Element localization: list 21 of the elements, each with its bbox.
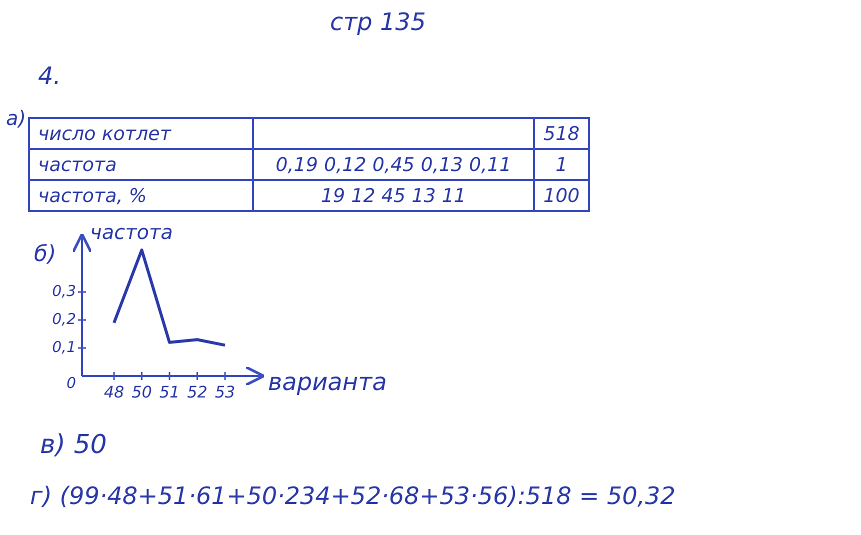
- axis-title: частота: [90, 220, 173, 244]
- tick-label: 48: [104, 382, 124, 402]
- tick-label: 53: [214, 382, 236, 402]
- part-label: а): [6, 106, 26, 130]
- part-label: б): [34, 242, 56, 267]
- exercise-number: 4.: [38, 62, 61, 90]
- table-cell: частота, %: [28, 179, 254, 212]
- table-cell: число котлет: [28, 117, 254, 150]
- tick-label: 0,2: [52, 310, 76, 328]
- formula-text: г) (99·48+51·61+50·234+52·68+53·56):518 = 50,32: [30, 482, 676, 510]
- tick-label: 52: [187, 382, 208, 402]
- page-number: стр 135: [330, 8, 426, 36]
- table-cell: 100: [533, 179, 590, 212]
- table-cell: 518: [533, 117, 590, 150]
- tick-label: 0,3: [52, 282, 76, 300]
- tick-label: 0,1: [52, 338, 76, 356]
- answer-text: в) 50: [40, 430, 107, 460]
- tick-label: 0: [66, 374, 76, 392]
- tick-label: 51: [159, 382, 180, 402]
- tick-label: 50: [132, 382, 152, 402]
- axis-title: варианта: [268, 368, 387, 396]
